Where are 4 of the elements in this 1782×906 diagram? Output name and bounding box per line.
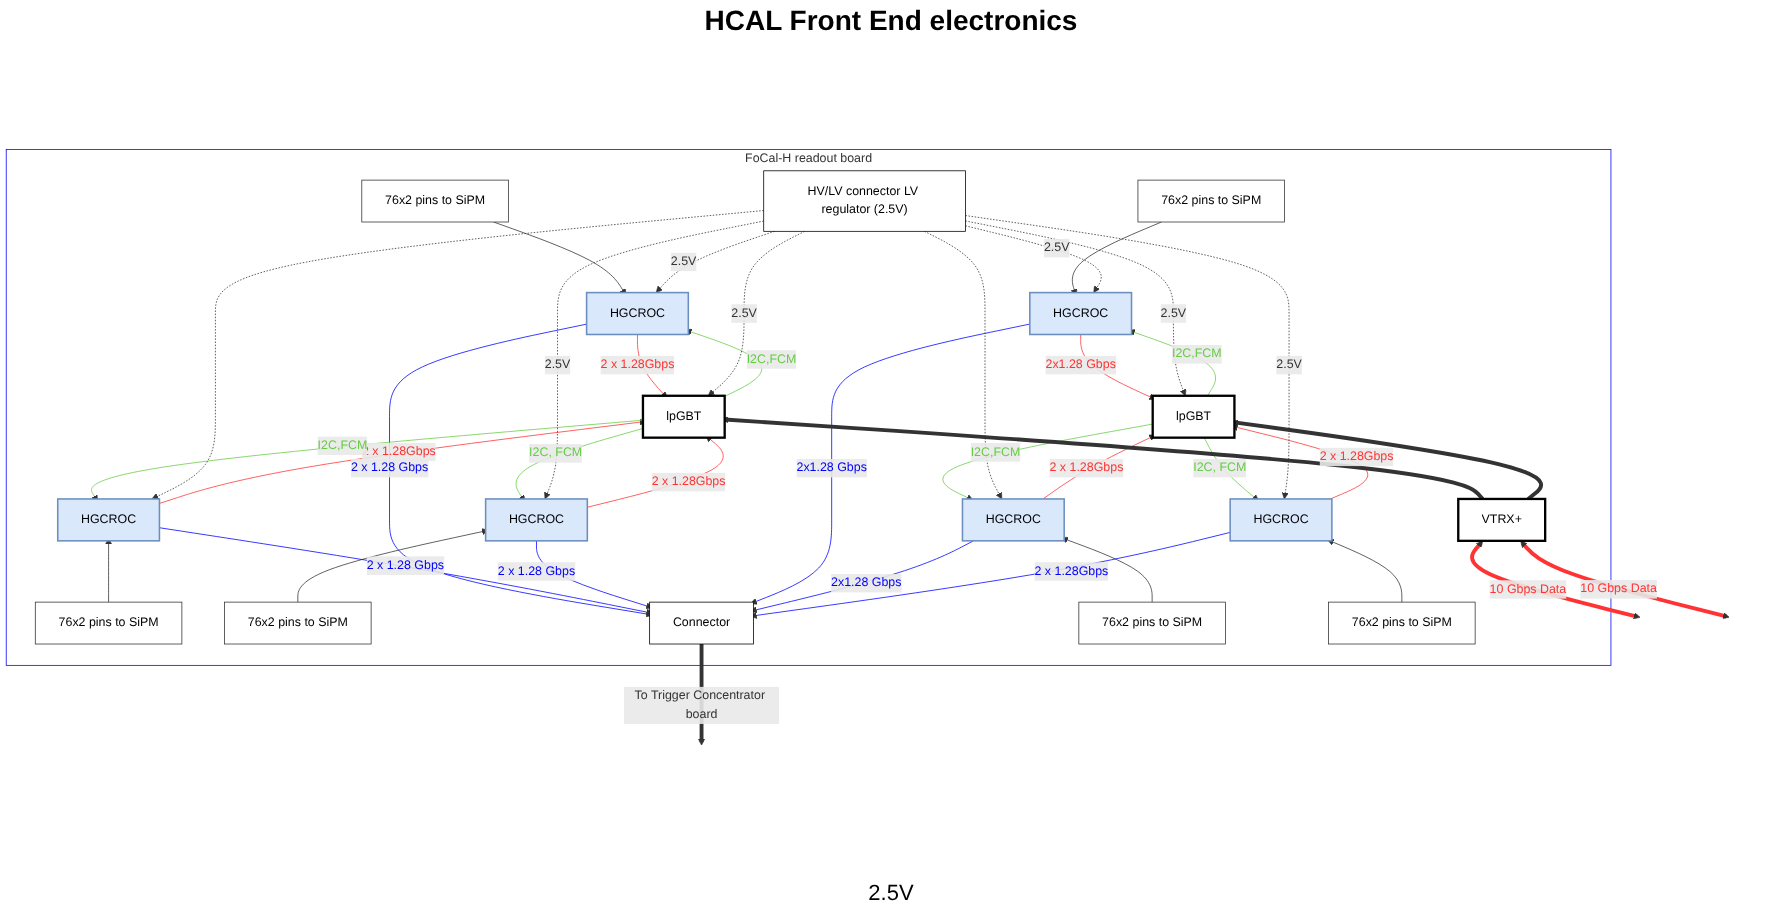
diagram-title: HCAL Front End electronics: [704, 4, 1078, 36]
note-text: 2.5V: [868, 882, 914, 906]
arrow: [1231, 419, 1543, 501]
arrow: [721, 416, 1485, 501]
